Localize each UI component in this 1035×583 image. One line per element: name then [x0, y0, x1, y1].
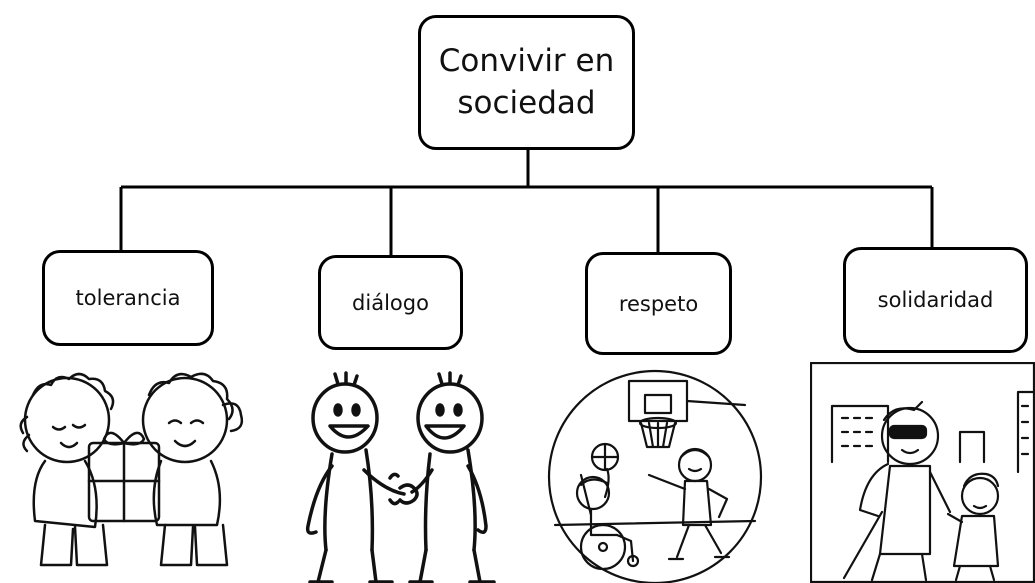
root-node: Convivir en sociedad [418, 15, 635, 150]
two-figures-shaking-hands-illustration [305, 371, 496, 583]
branch-node-respeto: respeto [585, 252, 732, 355]
branch-label: diálogo [352, 290, 429, 315]
branch-label: solidaridad [877, 288, 994, 312]
branch-label: tolerancia [75, 286, 181, 310]
root-label: Convivir en sociedad [438, 42, 615, 121]
branch-node-tolerancia: tolerancia [42, 250, 214, 346]
branch-node-solidaridad: solidaridad [843, 247, 1028, 353]
branch-node-dialogo: diálogo [318, 255, 463, 350]
two-children-sharing-gift-illustration [19, 372, 244, 567]
children-playing-basketball-wheelchair-illustration [547, 369, 763, 583]
child-helping-blind-man-illustration [810, 362, 1035, 583]
branch-label: respeto [618, 291, 699, 316]
